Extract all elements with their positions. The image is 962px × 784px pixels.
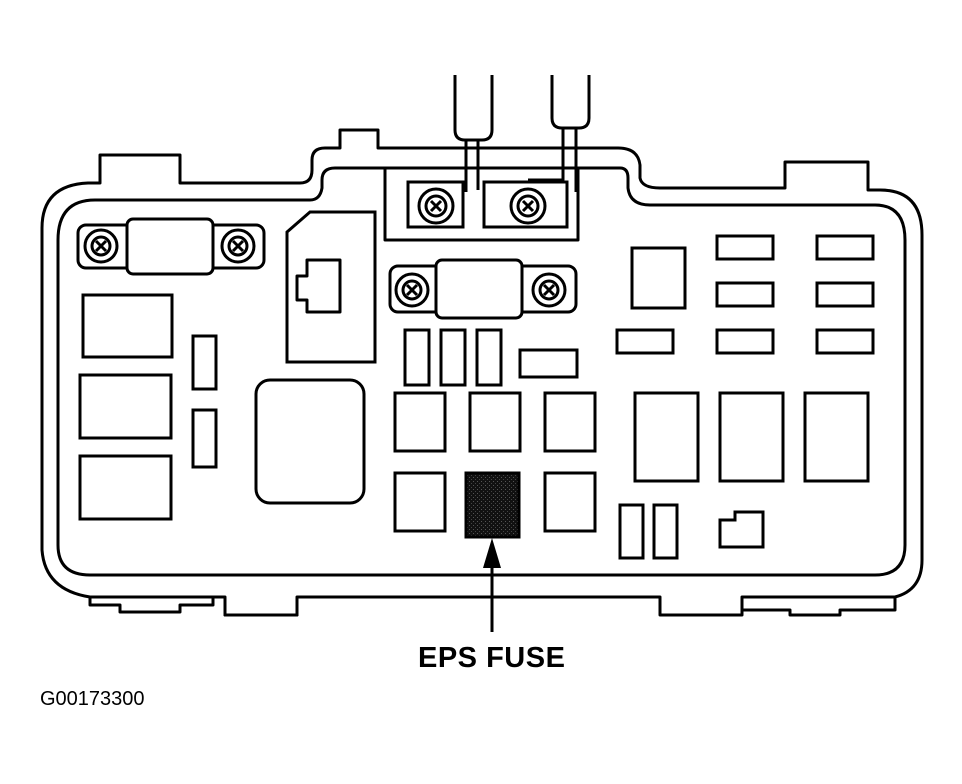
relay-left-1: [81, 293, 174, 359]
relay-right-3: [803, 391, 870, 483]
fuse-box-inner-outline: [56, 166, 907, 577]
mini-fuse-bottom-2: [652, 503, 679, 560]
figure-code: G00173300: [40, 688, 145, 710]
fuse-square-3: [543, 391, 597, 453]
relay-right-2: [718, 391, 785, 483]
terminal-screw-right: [509, 187, 547, 225]
mini-fuse-right-6: [715, 328, 775, 355]
relay-large-rounded: [254, 378, 366, 505]
mini-fuse-right-3: [715, 281, 775, 308]
eps-fuse-callout-arrow: [483, 538, 501, 632]
relay-left-3: [78, 454, 173, 521]
fuse-box-housing: [40, 128, 924, 617]
battery-cables: [453, 75, 591, 192]
fusible-link-center: [388, 258, 578, 320]
mini-fuse-bottom-1: [618, 503, 645, 560]
connector-socket: [285, 210, 377, 364]
relay-right-1: [633, 391, 700, 483]
fuse-square-4: [393, 471, 447, 533]
fuse-square-6: [543, 471, 597, 533]
terminal-block-frame: [383, 168, 580, 242]
mini-fuse-center-1: [403, 328, 431, 387]
mini-fuse-right-2: [815, 234, 875, 261]
mini-fuse-center-3: [475, 328, 503, 387]
fuse-square-1: [393, 391, 447, 453]
mini-fuse-horizontal: [518, 348, 579, 379]
small-connector: [718, 510, 765, 549]
mini-fuse-right-1: [715, 234, 775, 261]
bottom-mounting-tabs: [88, 597, 897, 617]
terminal-screw-left: [417, 187, 455, 225]
mini-fuse-center-2: [439, 328, 467, 387]
relay-left-2: [78, 373, 173, 440]
eps-fuse-label: EPS FUSE: [418, 642, 566, 674]
mini-fuse-left-2: [191, 408, 218, 469]
mini-fuse-right-5: [615, 328, 675, 355]
fuse-square-2: [468, 391, 522, 453]
eps-fuse: [464, 471, 521, 539]
mini-fuse-right-4: [815, 281, 875, 308]
mini-fuse-left-1: [191, 334, 218, 391]
mini-fuse-right-7: [815, 328, 875, 355]
fusible-link-left: [76, 217, 266, 276]
fuse-square-right: [630, 246, 687, 310]
